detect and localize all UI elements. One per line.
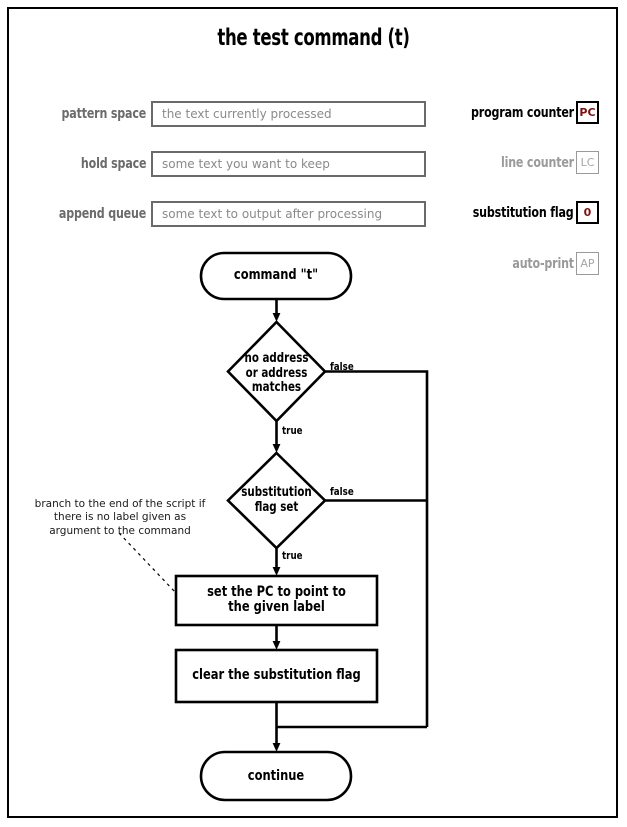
buffer-field-append-queue[interactable]: some text to output after processing [151,201,426,227]
page-border [7,7,618,818]
buffer-placeholder-append-queue: some text to output after processing [162,207,383,221]
buffer-placeholder-hold-space: some text you want to keep [162,157,330,171]
register-label-line-counter: line counter [500,155,574,171]
page-title: the test command (t) [217,25,410,51]
annotation-text: branch to the end of the script if there… [34,498,206,537]
register-label-substitution-flag: substitution flag [473,205,574,221]
buffer-placeholder-pattern-space: the text currently processed [162,107,332,121]
buffer-label-hold-space: hold space [80,156,147,172]
register-value-line-counter: LC [576,151,599,174]
flow-shape-decision-subflag [226,451,327,550]
flow-shape-start [199,251,353,301]
flow-shape-end [199,750,353,802]
flow-edge-label-false-2: false [330,485,354,498]
register-value-program-counter: PC [576,101,599,124]
flow-shape-process-set-pc [174,574,379,627]
flow-shape-process-clear-flag [174,648,379,704]
register-label-auto-print: auto-print [512,256,574,272]
flow-edge-label-true-1: true [282,424,303,437]
buffer-field-hold-space[interactable]: some text you want to keep [151,151,426,177]
flow-edge-label-true-2: true [282,549,303,562]
register-value-substitution-flag: 0 [576,201,599,224]
register-value-auto-print: AP [576,252,599,275]
register-label-program-counter: program counter [471,105,574,121]
annotation-leader-line [118,532,177,594]
flow-edge-decision1-false [325,370,429,727]
buffer-label-append-queue: append queue [58,206,146,222]
flow-edge-label-false-1: false [330,360,354,373]
buffer-field-pattern-space[interactable]: the text currently processed [151,101,426,127]
flow-shape-decision-address [226,320,327,423]
buffer-label-pattern-space: pattern space [61,106,146,122]
